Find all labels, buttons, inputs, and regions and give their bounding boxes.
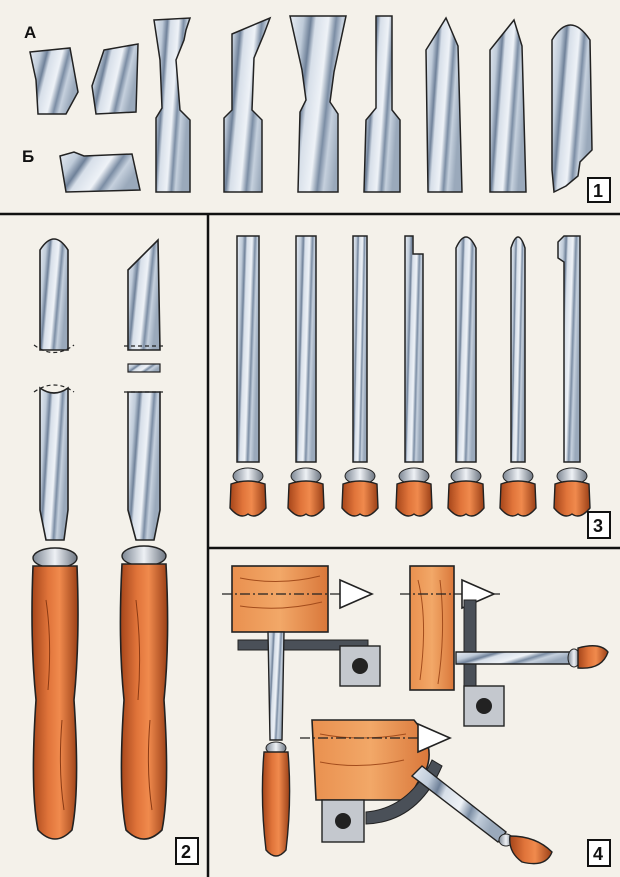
- gouge-handle: [31, 565, 79, 840]
- triangle-arrow-icon: [339, 578, 374, 610]
- scene-vertical-tool: [222, 565, 381, 857]
- tool-profile-2: [223, 16, 272, 193]
- panel-2-number: 2: [175, 837, 199, 865]
- svg-text:1: 1: [593, 181, 603, 201]
- gouge-break-line: [33, 344, 75, 393]
- scene-angled-tool: [300, 719, 553, 865]
- blank-a-right: [91, 43, 139, 115]
- vertical-tool-handle: [261, 751, 291, 857]
- small-tool-blade-3: [352, 235, 368, 463]
- small-tool-blade-2: [295, 235, 317, 463]
- small-tool-blade-4: [404, 235, 424, 463]
- curved-tool-rest: [365, 759, 443, 825]
- skew-handle: [119, 563, 169, 840]
- angled-tool-handle: [509, 835, 553, 865]
- blank-b: [59, 151, 141, 193]
- small-tool-handle-5: [447, 480, 485, 517]
- horizontal-tool-blade: [455, 651, 571, 665]
- tool-profile-1: [153, 17, 192, 193]
- horizontal-tool-handle: [577, 645, 609, 669]
- angled-tool-blade: [410, 765, 507, 843]
- skew-blade-top: [127, 238, 161, 351]
- vertical-tool-blade: [267, 631, 285, 741]
- gouge-ferrule: [32, 547, 78, 569]
- row-b-label: Б: [22, 147, 34, 166]
- small-tool-blade-7: [557, 235, 581, 463]
- small-tool-handle-7: [553, 480, 591, 517]
- workpiece-2: [409, 565, 455, 691]
- row-a-label: А: [24, 23, 36, 42]
- tool-profile-4: [363, 15, 401, 193]
- small-tool-blade-5: [455, 236, 477, 463]
- panel-3: [229, 235, 591, 517]
- small-tool-handle-3: [341, 480, 379, 517]
- profile-tools: [153, 15, 593, 194]
- workpiece-1: [231, 565, 329, 633]
- small-tool-handle-4: [395, 480, 433, 517]
- panel-2: 2: [31, 238, 199, 865]
- gouge-tool: [31, 238, 79, 840]
- tool-rest-bar-1: [237, 639, 369, 651]
- skew-blade-band: [127, 363, 161, 373]
- skew-blade-bottom: [127, 391, 161, 541]
- tool-profile-5: [425, 16, 463, 193]
- tool-profile-3: [289, 15, 347, 193]
- small-tool-handle-1: [229, 480, 267, 517]
- small-tool-blade-1: [236, 235, 260, 463]
- small-tool-handle-2: [287, 480, 325, 517]
- svg-text:4: 4: [593, 844, 603, 864]
- panel-4: 4: [222, 565, 611, 867]
- triangle-arrow-icon: [417, 722, 452, 754]
- svg-text:3: 3: [593, 516, 603, 536]
- blank-a-left: [29, 47, 79, 115]
- gouge-blade-top: [39, 238, 69, 351]
- blade-blanks-a: [29, 43, 139, 115]
- small-tool-handle-6: [499, 480, 537, 517]
- panel-1-number: 1: [587, 177, 611, 203]
- gouge-blade-bottom: [39, 386, 69, 541]
- small-tool-blade-6: [510, 236, 526, 463]
- panel-dividers: [0, 212, 620, 877]
- skew-ferrule: [121, 545, 167, 567]
- scene-horizontal-tool: [400, 565, 609, 727]
- tool-rest-bar-2: [463, 599, 477, 691]
- skew-chisel-tool: [119, 238, 169, 840]
- panel-3-number: 3: [587, 511, 611, 539]
- workpiece-3: [311, 719, 430, 801]
- svg-text:2: 2: [181, 842, 191, 862]
- tool-profile-7: [551, 24, 593, 194]
- panel-1: А Б 1: [22, 15, 611, 203]
- panel-4-number: 4: [587, 839, 611, 867]
- tool-profile-6: [489, 18, 527, 193]
